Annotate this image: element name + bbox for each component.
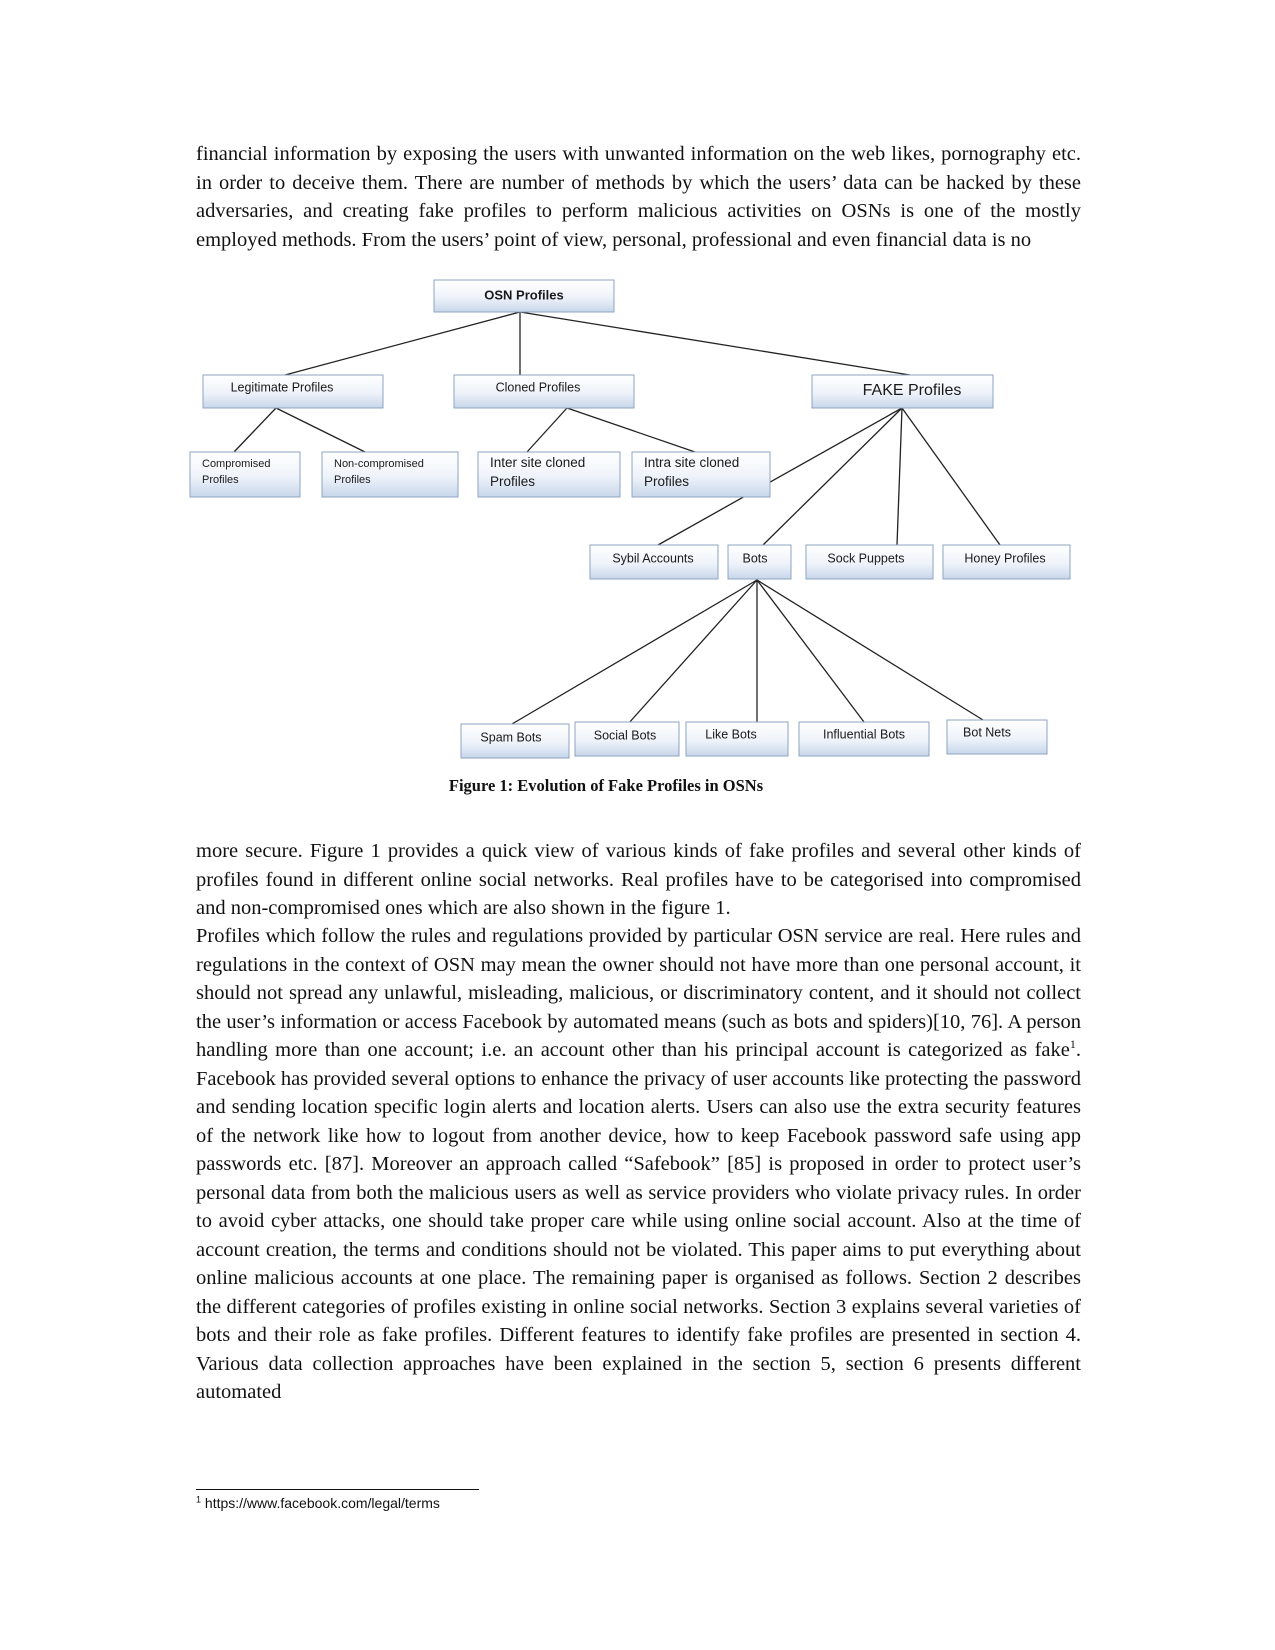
node-label-line-2: Profiles xyxy=(202,474,239,486)
node-label: Honey Profiles xyxy=(964,551,1045,565)
figure-caption: Figure 1: Evolution of Fake Profiles in … xyxy=(448,776,764,795)
footnote-reference[interactable]: 1 xyxy=(1069,1037,1076,1052)
node-label-line-2: Profiles xyxy=(490,474,535,489)
node-fake-profiles: FAKE Profiles xyxy=(811,374,994,409)
node-sock-puppets: Sock Puppets xyxy=(805,544,934,580)
node-label-line-1: Non-compromised xyxy=(334,458,424,470)
node-compromised-profiles: Compromised Profiles xyxy=(189,451,301,498)
node-social-bots: Social Bots xyxy=(574,721,680,757)
node-bot-nets: Bot Nets xyxy=(946,719,1048,755)
node-label: Spam Bots xyxy=(480,730,541,744)
paragraph-main-part-b: . Facebook has provided several options … xyxy=(196,1039,1081,1403)
footnote-link[interactable]: https://www.facebook.com/legal/terms xyxy=(201,1495,440,1511)
footnote-marker: 1 xyxy=(196,1494,202,1505)
node-sybil-accounts: Sybil Accounts xyxy=(589,544,719,580)
node-label: Cloned Profiles xyxy=(496,380,581,394)
node-like-bots: Like Bots xyxy=(685,721,789,757)
node-noncompromised-profiles: Non-compromised Profiles xyxy=(321,451,459,498)
node-label-line-1: Intra site cloned xyxy=(644,455,739,470)
node-label-line-1: Compromised xyxy=(202,458,270,470)
node-osn-profiles: OSN Profiles xyxy=(433,279,615,313)
node-label: Influential Bots xyxy=(823,727,905,741)
node-label: OSN Profiles xyxy=(484,287,563,302)
paragraph-main-part-a: Profiles which follow the rules and regu… xyxy=(196,925,1081,1061)
node-label: Sybil Accounts xyxy=(612,551,693,565)
node-bots: Bots xyxy=(727,544,792,580)
footnote: 1 https://www.facebook.com/legal/terms xyxy=(196,1495,440,1511)
paragraph-main: Profiles which follow the rules and regu… xyxy=(196,922,1081,1407)
connector-lines xyxy=(233,311,1001,725)
node-cloned-profiles: Cloned Profiles xyxy=(453,374,635,409)
paragraph-figure-description: more secure. Figure 1 provides a quick v… xyxy=(196,840,1081,919)
paragraph-intro: financial information by exposing the us… xyxy=(196,143,1081,251)
node-label: Social Bots xyxy=(594,728,657,742)
node-label-line-2: Profiles xyxy=(334,474,371,486)
node-label: FAKE Profiles xyxy=(863,382,962,399)
node-label: Bot Nets xyxy=(963,725,1011,739)
node-label: Bots xyxy=(742,551,767,565)
node-spam-bots: Spam Bots xyxy=(460,723,570,759)
node-intersite-cloned-profiles: Inter site cloned Profiles xyxy=(477,451,621,498)
node-label-line-2: Profiles xyxy=(644,474,689,489)
node-label-line-1: Inter site cloned xyxy=(490,455,585,470)
footnote-separator xyxy=(196,1489,479,1490)
node-label: Sock Puppets xyxy=(827,551,904,565)
node-legitimate-profiles: Legitimate Profiles xyxy=(202,374,384,409)
node-influential-bots: Influential Bots xyxy=(798,721,930,757)
node-honey-profiles: Honey Profiles xyxy=(942,544,1071,580)
node-label: Like Bots xyxy=(705,727,756,741)
node-intrasite-cloned-profiles: Intra site cloned Profiles xyxy=(631,451,771,498)
node-label: Legitimate Profiles xyxy=(231,380,334,394)
fake-profiles-taxonomy-diagram: OSN Profiles Legitimate Profiles Cloned … xyxy=(189,279,1071,759)
